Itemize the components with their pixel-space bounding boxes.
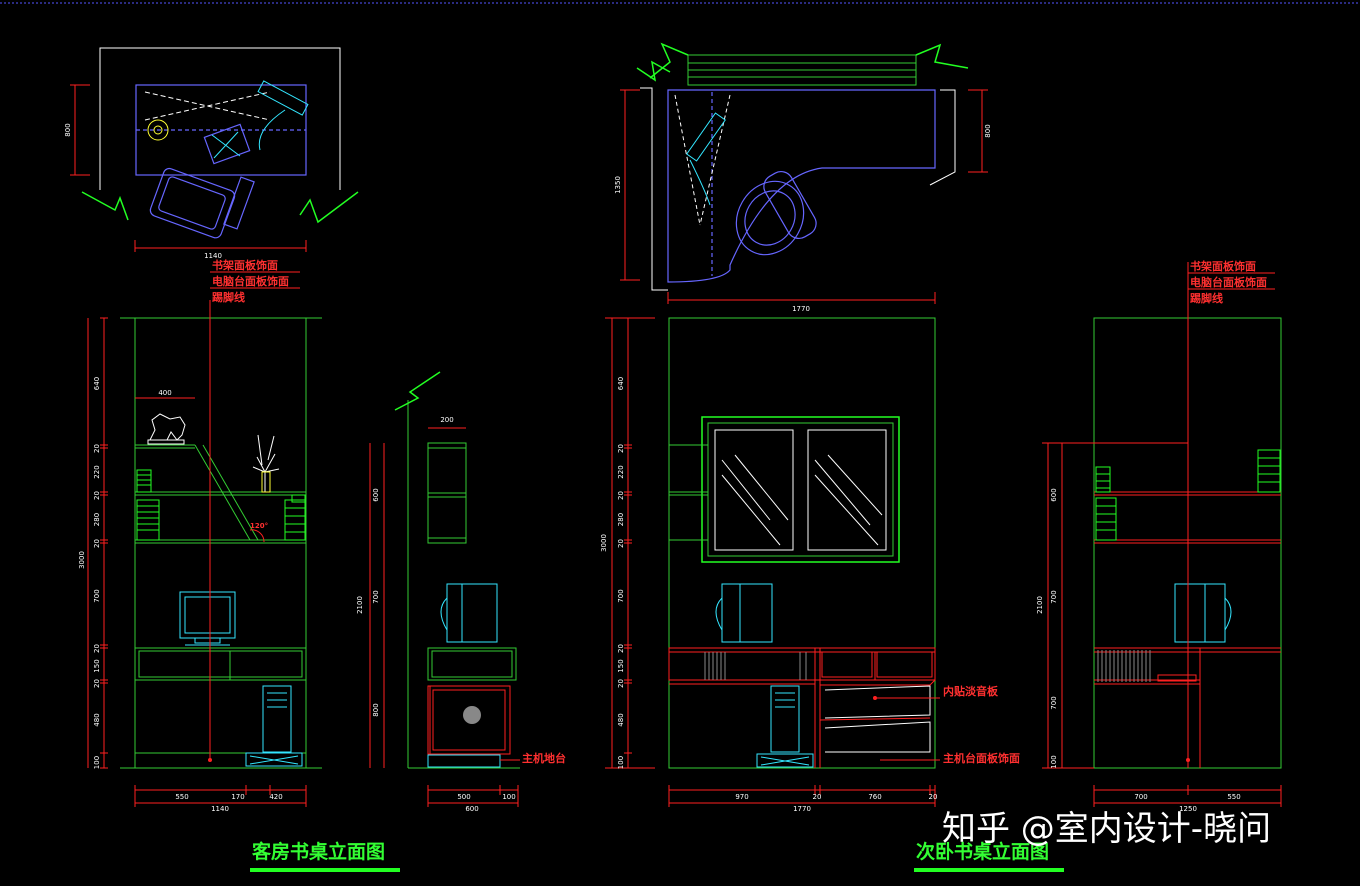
label-desk-panel: 电脑台面板饰面 <box>212 274 289 288</box>
dim-e4-total: 2100 <box>1036 596 1044 614</box>
dim-e1-v-5: 20 <box>93 539 101 548</box>
dim-e3-v-7: 20 <box>617 644 625 653</box>
label-soundproof: 内贴淡音板 <box>943 684 999 698</box>
dim-e3-v-9: 20 <box>617 679 625 688</box>
dim-e4-h-1: 550 <box>1227 793 1240 801</box>
plan-second-desk: 1770 1350 800 <box>614 42 992 313</box>
dim-e3-total-w: 1770 <box>793 805 811 813</box>
dim-e1-v-7: 20 <box>93 644 101 653</box>
title-underline-right <box>914 868 1064 872</box>
dim-e3-v-4: 280 <box>617 513 625 526</box>
dim-e1-v-10: 480 <box>93 713 101 726</box>
dim-e2-v-0: 600 <box>372 488 380 501</box>
dim-e1-v-1: 20 <box>93 444 101 453</box>
dim-e1-h-0: 550 <box>175 793 188 801</box>
dim-e1-v-3: 20 <box>93 491 101 500</box>
dim-e2-top: 200 <box>440 416 453 424</box>
dim-e3-v-2: 220 <box>617 465 625 478</box>
dim-p2-height-left: 1350 <box>614 176 622 194</box>
label-shelf-panel-2: 书架面板饰面 <box>1190 259 1256 273</box>
dim-p1-width: 1140 <box>204 252 222 260</box>
dim-e2-h-0: 500 <box>457 793 470 801</box>
dim-e3-h-1: 20 <box>813 793 822 801</box>
title-underline-left <box>250 868 400 872</box>
elevation-guest-front: 120° 400 书架面板饰面 电脑台面板饰面 踢脚线 640 20 220 20 28… <box>78 258 322 813</box>
angle-label: 120° <box>250 522 268 530</box>
dim-e1-v-6: 700 <box>93 589 101 602</box>
dim-p1-height: 800 <box>64 123 72 136</box>
dim-e1-h-2: 420 <box>269 793 282 801</box>
label-host-top: 主机台面板饰面 <box>943 751 1020 765</box>
dim-e3-total: 3000 <box>600 534 608 552</box>
dim-e2-v-1: 700 <box>372 590 380 603</box>
dim-e3-v-5: 20 <box>617 539 625 548</box>
dim-e1-v-4: 280 <box>93 513 101 526</box>
dim-e2-total-w: 600 <box>465 805 478 813</box>
dim-e1-v-9: 20 <box>93 679 101 688</box>
dim-p2-height-right: 800 <box>984 124 992 137</box>
dim-e2-total: 2100 <box>356 596 364 614</box>
dim-e4-v-2: 700 <box>1050 696 1058 709</box>
dim-p2-width: 1770 <box>792 305 810 313</box>
watermark-text: 知乎 @室内设计-晓问 <box>942 809 1271 849</box>
label-baseboard-2: 踢脚线 <box>1190 291 1223 305</box>
plan-guest-desk: 1140 800 <box>64 47 359 260</box>
dim-e1-h-1: 170 <box>231 793 244 801</box>
dim-e1-total: 3000 <box>78 551 86 569</box>
dim-e3-h-0: 970 <box>735 793 748 801</box>
elevation-second-side: 书架面板饰面 电脑台面板饰面 踢脚线 2100 600 700 700 100 … <box>1036 259 1282 813</box>
title-guest-elevation: 客房书桌立面图 <box>252 840 385 863</box>
dim-e3-h-2: 760 <box>868 793 881 801</box>
label-shelf-panel: 书架面板饰面 <box>212 258 278 272</box>
elevation-guest-side: 200 2100 600 700 800 500 100 600 主机地台 <box>356 371 566 813</box>
elevation-second-front: 640 20 220 20 280 20 700 20 150 20 480 100 3000 970… <box>600 317 1020 813</box>
dim-e3-h-3: 20 <box>929 793 938 801</box>
dim-e1-v-8: 150 <box>93 659 101 672</box>
dim-e2-v-2: 800 <box>372 703 380 716</box>
dim-e3-v-1: 20 <box>617 444 625 453</box>
dim-e1-shelf-w: 400 <box>158 389 171 397</box>
label-desk-panel-2: 电脑台面板饰面 <box>1190 275 1267 289</box>
dim-e3-v-3: 20 <box>617 491 625 500</box>
dim-e1-v-11: 100 <box>93 756 101 769</box>
dim-e4-v-3: 100 <box>1050 755 1058 768</box>
dim-e2-h-1: 100 <box>502 793 515 801</box>
dim-e4-v-1: 700 <box>1050 590 1058 603</box>
label-host-stand: 主机地台 <box>522 751 566 765</box>
dim-e4-h-0: 700 <box>1134 793 1147 801</box>
dim-e3-v-8: 150 <box>617 659 625 672</box>
title-second-elevation: 次卧书桌立面图 <box>916 840 1049 863</box>
label-baseboard: 踢脚线 <box>212 290 245 304</box>
dim-e3-v-10: 480 <box>617 713 625 726</box>
dim-e3-v-6: 700 <box>617 589 625 602</box>
dim-e3-v-11: 100 <box>617 756 625 769</box>
dim-e4-total-w: 1250 <box>1179 805 1197 813</box>
dim-e1-v-2: 220 <box>93 465 101 478</box>
dim-e1-v-0: 640 <box>93 377 101 390</box>
dim-e4-v-0: 600 <box>1050 488 1058 501</box>
dim-e3-v-0: 640 <box>617 377 625 390</box>
dim-e1-total-w: 1140 <box>211 805 229 813</box>
